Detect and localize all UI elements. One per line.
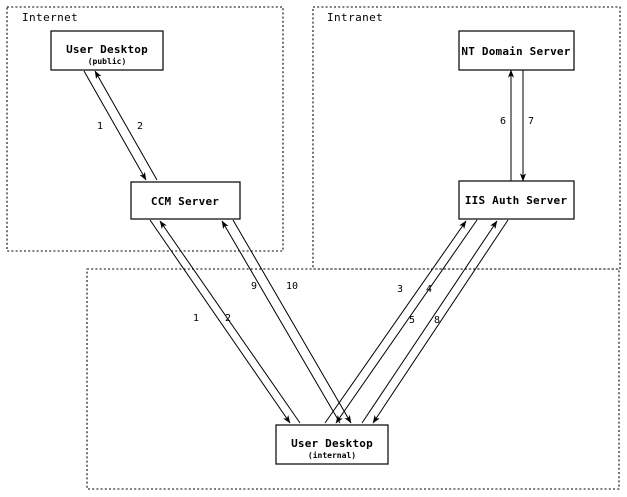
edge-5-line (361, 220, 498, 424)
zone-internal (86, 268, 620, 490)
edge-8-line (372, 219, 509, 424)
node-user-desktop-internal-box[interactable] (275, 424, 389, 465)
node-user-desktop-public[interactable]: User Desktop (public) (50, 30, 164, 71)
edge-7-label: 7 (528, 116, 534, 127)
node-user-desktop-internal-subtitle: (internal) (308, 450, 356, 460)
edge-1-internal: 1 (149, 219, 291, 424)
zone-internal-border (86, 268, 620, 490)
edge-3-label: 3 (397, 284, 403, 295)
node-ccm-server[interactable]: CCM Server (130, 181, 241, 220)
node-iis-auth-server-box[interactable] (458, 180, 575, 220)
edge-2-public-line (94, 70, 158, 181)
node-user-desktop-public-box[interactable] (50, 30, 164, 71)
edge-4: 4 (335, 219, 478, 424)
edge-2-public: 2 (94, 70, 158, 181)
edge-9-label: 9 (251, 281, 257, 292)
edge-2-internal-line (159, 220, 301, 424)
edge-6: 6 (500, 69, 515, 181)
edge-10-line (232, 219, 352, 424)
edge-5-label: 5 (409, 315, 415, 326)
edge-2-internal-label: 2 (225, 313, 231, 324)
edge-6-label: 6 (500, 116, 506, 127)
zone-intranet-label: Intranet (327, 11, 383, 24)
node-user-desktop-public-title: User Desktop (66, 43, 148, 56)
node-nt-domain-server[interactable]: NT Domain Server (458, 30, 575, 71)
edge-5: 5 (361, 220, 498, 424)
node-iis-auth-server[interactable]: IIS Auth Server (458, 180, 575, 220)
edge-7: 7 (519, 70, 534, 182)
node-nt-domain-server-box[interactable] (458, 30, 575, 71)
edge-4-label: 4 (426, 284, 432, 295)
edge-9-line (221, 220, 341, 424)
zone-internet: Internet (6, 6, 284, 252)
node-iis-auth-server-title: IIS Auth Server (465, 194, 568, 207)
zone-internet-label: Internet (22, 11, 78, 24)
edge-9: 9 (221, 220, 341, 424)
edge-3-line (324, 220, 467, 424)
edge-2-public-label: 2 (137, 121, 143, 132)
edge-1-internal-line (149, 219, 291, 424)
edge-1-public-line (83, 70, 147, 181)
node-nt-domain-server-title: NT Domain Server (461, 45, 570, 58)
edge-1-internal-label: 1 (193, 313, 199, 324)
edge-4-line (335, 219, 478, 424)
node-user-desktop-internal[interactable]: User Desktop (internal) (275, 424, 389, 465)
node-user-desktop-public-subtitle: (public) (88, 56, 127, 66)
node-user-desktop-internal-title: User Desktop (291, 437, 373, 450)
edge-1-public-label: 1 (97, 121, 103, 132)
edge-3: 3 (324, 220, 467, 424)
node-ccm-server-title: CCM Server (151, 195, 219, 208)
edge-10: 10 (232, 219, 352, 424)
edge-1-public: 1 (83, 70, 147, 181)
edge-8-label: 8 (434, 315, 440, 326)
edge-2-internal: 2 (159, 220, 301, 424)
edge-10-label: 10 (286, 281, 298, 292)
node-ccm-server-box[interactable] (130, 181, 241, 220)
edge-8: 8 (372, 219, 509, 424)
